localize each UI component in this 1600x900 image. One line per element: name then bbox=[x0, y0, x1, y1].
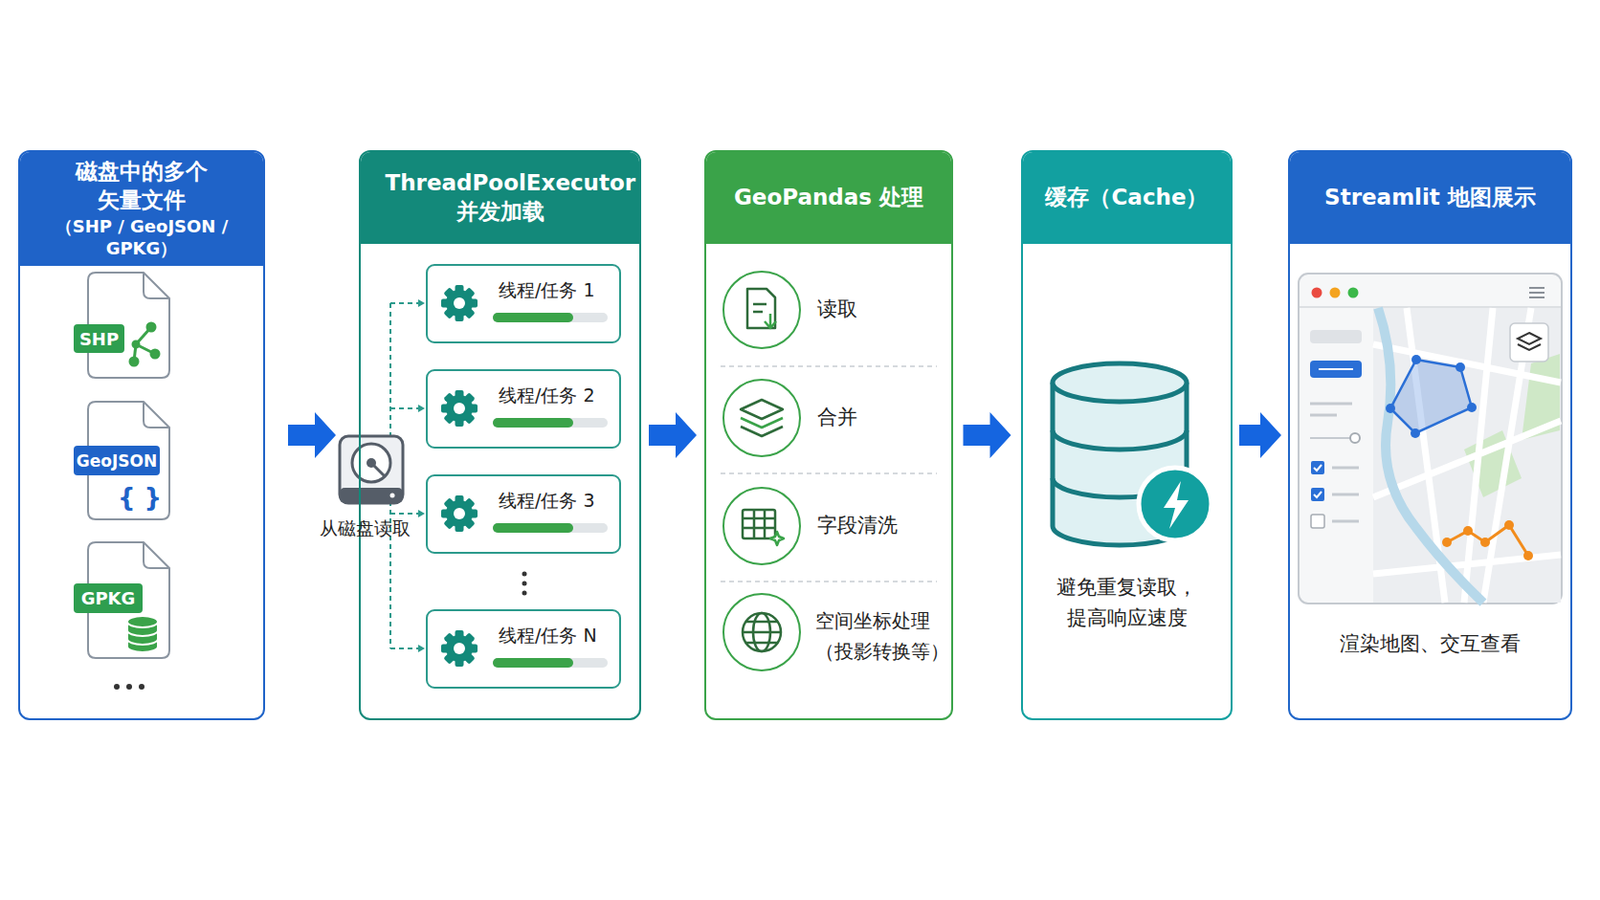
step-circles bbox=[723, 271, 800, 671]
step-label: 空间坐标处理 （投影转换等） bbox=[815, 605, 950, 667]
map-window bbox=[1298, 273, 1562, 604]
progress-bars bbox=[492, 312, 608, 668]
stage-panel: ThreadPoolExecutor 并发加载线程/任务 1 线程/任务 2 线程/… bbox=[358, 150, 642, 721]
shp-badge bbox=[73, 324, 125, 354]
stage-panel: 缓存（Cache） 避免重复读取， 提高响应速度 bbox=[1021, 150, 1233, 721]
panel-title: Streamlit 地图展示 bbox=[1324, 183, 1536, 213]
flow-arrow bbox=[648, 412, 697, 459]
thread-label: 线程/任务 2 bbox=[498, 382, 596, 409]
panel-title: GeoPandas 处理 bbox=[733, 183, 924, 213]
panel-header: GeoPandas 处理 bbox=[706, 152, 952, 245]
step-glyphs bbox=[740, 288, 784, 652]
thread-label: 线程/任务 1 bbox=[498, 277, 596, 304]
thread-box: 线程/任务 1 bbox=[425, 264, 622, 344]
step-label: 字段清洗 bbox=[817, 511, 898, 540]
flow-arrow bbox=[1239, 412, 1282, 459]
shp-network bbox=[130, 323, 159, 366]
panel-header: 磁盘中的多个 矢量文件（SHP / GeoJSON / GPKG） bbox=[20, 152, 264, 267]
panel-title: （SHP / GeoJSON / GPKG） bbox=[20, 215, 264, 261]
more-dots bbox=[113, 684, 145, 690]
panel-header: ThreadPoolExecutor 并发加载 bbox=[360, 152, 640, 245]
lightning-badge bbox=[1138, 467, 1212, 541]
format-badge: SHP bbox=[73, 324, 125, 354]
panel-header: 缓存（Cache） bbox=[1022, 152, 1231, 245]
format-badge: GPKG bbox=[73, 583, 143, 614]
thread-label: 线程/任务 3 bbox=[498, 488, 596, 514]
panel-title: 缓存（Cache） bbox=[1044, 183, 1208, 213]
disk-icon bbox=[339, 436, 403, 504]
stage-panel: Streamlit 地图展示渲染地图、交互查看 bbox=[1288, 150, 1573, 721]
geojson-badge bbox=[73, 445, 160, 476]
format-badge: GeoJSON bbox=[73, 445, 160, 476]
dispatch-heads bbox=[418, 299, 425, 653]
panel-title: 磁盘中的多个 矢量文件 bbox=[60, 157, 223, 216]
stage-panel: GeoPandas 处理读取合并字段清洗空间坐标处理 （投影转换等） bbox=[704, 150, 954, 721]
step-label: 合并 bbox=[817, 403, 858, 432]
thread-box: 线程/任务 3 bbox=[425, 474, 622, 555]
disk-caption: 从磁盘读取 bbox=[311, 514, 418, 544]
step-label: 避免重复读取， 提高响应速度 bbox=[1049, 573, 1204, 634]
step-label: 读取 bbox=[817, 295, 858, 324]
thread-box: 线程/任务 N bbox=[425, 609, 622, 689]
thread-box: 线程/任务 2 bbox=[425, 369, 622, 449]
gpkg-badge bbox=[73, 583, 143, 614]
gpkg-db bbox=[127, 616, 158, 653]
panel-header: Streamlit 地图展示 bbox=[1289, 152, 1571, 245]
flow-arrow bbox=[963, 412, 1012, 459]
json-braces: { } bbox=[120, 479, 159, 516]
step-label: 渲染地图、交互查看 bbox=[1289, 630, 1571, 659]
thread-label: 线程/任务 N bbox=[498, 622, 598, 649]
row-separators bbox=[720, 366, 937, 582]
panel-title: ThreadPoolExecutor 并发加载 bbox=[385, 169, 616, 227]
flow-arrow bbox=[288, 412, 336, 459]
stage-panel: 磁盘中的多个 矢量文件（SHP / GeoJSON / GPKG） bbox=[18, 150, 266, 721]
ellipsis-vertical bbox=[522, 572, 528, 597]
